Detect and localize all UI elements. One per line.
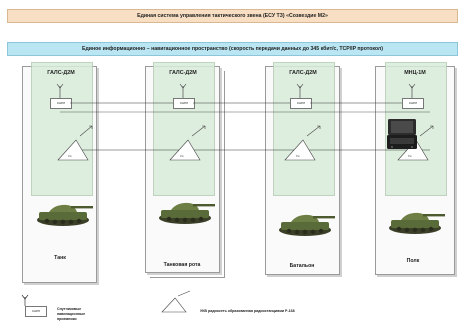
radio-triangle-2 — [169, 125, 206, 161]
legend-antenna-icon — [21, 294, 29, 306]
radio-label-1: Рм — [68, 154, 72, 158]
unit-label-battalion: Батальон — [289, 263, 315, 269]
antenna-icon-2 — [179, 83, 187, 98]
tank-icon-1 — [37, 204, 93, 226]
antenna-icon-3 — [296, 83, 304, 98]
column-title-3: ГАЛС-Д2М — [289, 70, 317, 76]
unit-label-tank-company: Танковая рота — [163, 262, 201, 268]
column-title-1: ГАЛС-Д2М — [47, 70, 75, 76]
info-space-banner: Единое информационно – навигационное про… — [7, 42, 458, 56]
legend-nav-text: Спутниковые навигационные приемники — [57, 307, 86, 321]
antenna-icon-1 — [56, 83, 64, 98]
tank-icon-2 — [159, 202, 215, 224]
legend-radio-text: УКВ радиосеть образованная радиостанциям… — [200, 309, 295, 313]
equipment-strip-3 — [273, 62, 335, 196]
tank-icon-3 — [279, 214, 335, 236]
legend-receiver-box: СНРЛ — [25, 306, 47, 317]
radio-triangle-4 — [397, 125, 434, 161]
radio-triangle-1 — [57, 125, 93, 161]
tank-icon-4 — [389, 212, 445, 234]
laptop-icon — [387, 119, 417, 149]
unit-label-regiment: Полк — [406, 258, 420, 264]
nav-receiver-box-4: СНРЛ — [402, 98, 424, 109]
column-title-4: МНЦ-1М — [404, 70, 426, 76]
column-title-2: ГАЛС-Д2М — [169, 70, 197, 76]
system-banner: Единая система управления тактического з… — [7, 9, 458, 23]
nav-receiver-box-2: СНРЛ — [173, 98, 195, 109]
radio-label-4: Рм — [408, 154, 412, 158]
radio-triangle-3 — [284, 125, 321, 161]
radio-label-3: Рм — [296, 154, 300, 158]
equipment-strip-2 — [153, 62, 215, 196]
equipment-strip-1 — [31, 62, 93, 196]
nav-receiver-box-1: СНРЛ — [50, 98, 72, 109]
legend-radio-icon — [161, 290, 191, 313]
antenna-icon-4 — [408, 83, 416, 98]
nav-receiver-box-3: СНРЛ — [290, 98, 312, 109]
radio-label-2: Рм — [180, 154, 184, 158]
unit-label-tank: Танк — [54, 255, 66, 261]
